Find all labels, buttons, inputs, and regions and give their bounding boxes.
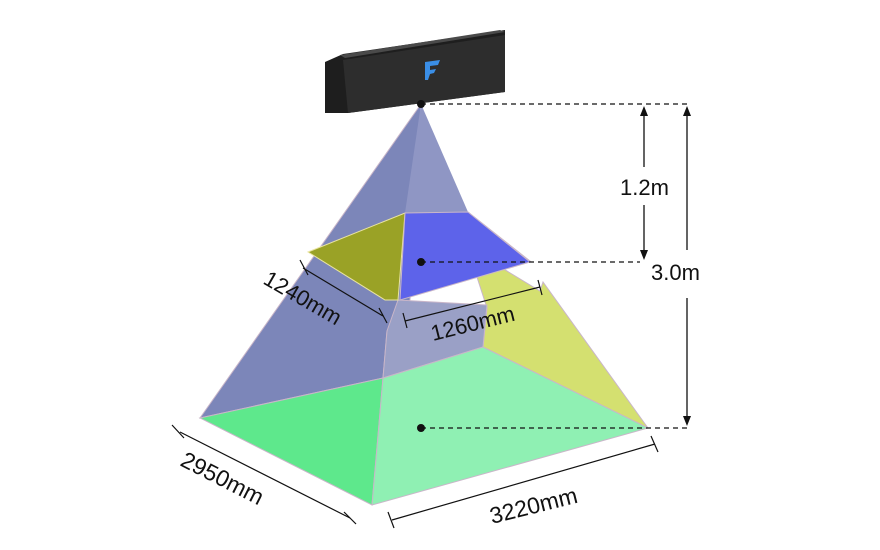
camera-front [343, 35, 505, 113]
height-arrows [640, 106, 691, 426]
pyramid-top-inner [405, 104, 468, 213]
guide-lines [421, 103, 690, 429]
near-depth-dimension [402, 279, 543, 329]
height-near-label: 1.2m [620, 175, 669, 200]
far-width-dimension [171, 424, 357, 525]
camera-logo-icon [425, 60, 440, 80]
camera-device [325, 30, 505, 113]
near-width-dimension [299, 259, 388, 324]
height-far-label: 3.0m [651, 260, 700, 285]
fov-pyramid [198, 102, 650, 506]
near-plane-left [306, 212, 406, 301]
far-depth-dimension [387, 435, 659, 529]
far-width-label: 2950mm [177, 446, 269, 510]
camera-top [340, 30, 505, 58]
